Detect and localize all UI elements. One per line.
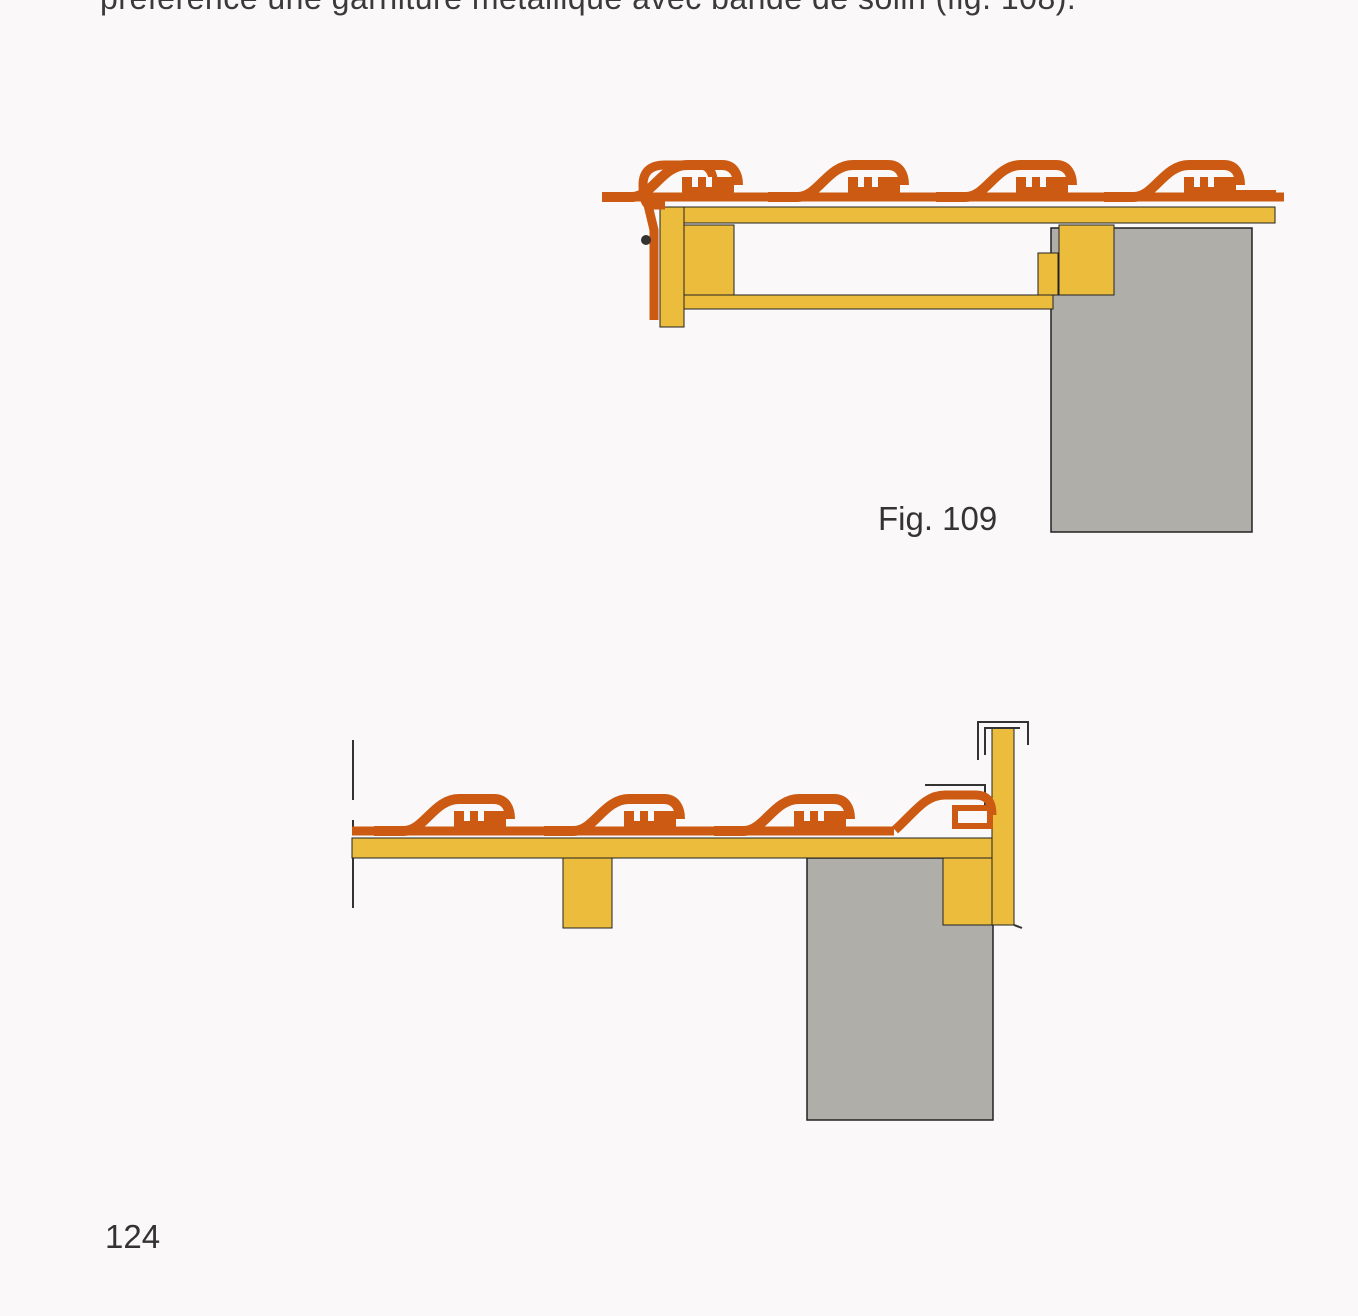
page-number: 124 (105, 1218, 161, 1255)
batten-left (562, 857, 613, 929)
soffit-board (682, 294, 1054, 310)
figure-109 (602, 165, 1284, 533)
fascia-board (659, 206, 685, 328)
roof-board (659, 206, 1276, 224)
batten-small (1037, 252, 1059, 296)
body-text-line: préférence une garniture métallique avec… (100, 0, 1076, 17)
rafter-left (683, 224, 735, 296)
figure-caption: Fig. 109 (878, 500, 998, 537)
upstand-board (991, 727, 1015, 926)
rafter-right (1058, 224, 1115, 296)
figure-108 (351, 721, 1029, 1121)
batten-right (942, 857, 996, 926)
metal-flashing (925, 721, 1029, 929)
roof-board (351, 837, 993, 859)
nail-icon (641, 235, 651, 245)
